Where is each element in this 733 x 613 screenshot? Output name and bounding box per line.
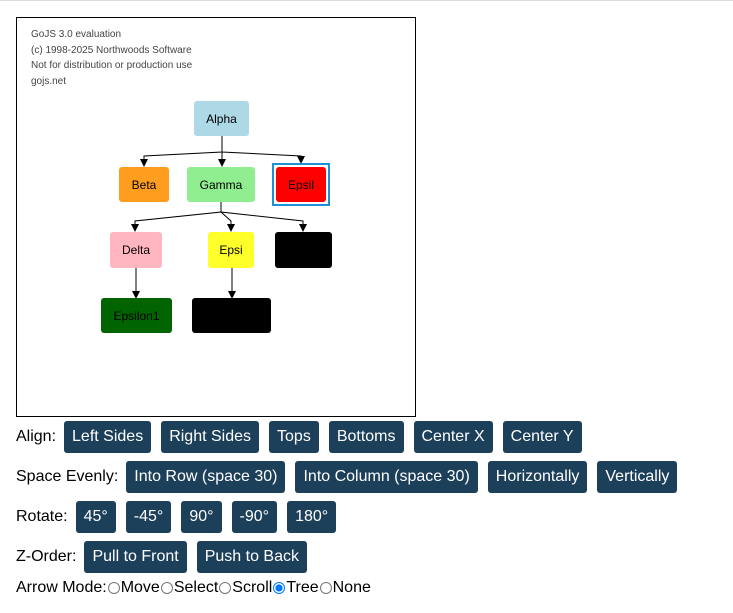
arrow-mode-select-label: Select	[173, 579, 219, 596]
align-tops-button[interactable]: Tops	[269, 421, 319, 453]
node-epsilon1[interactable]: Epsilon1	[101, 298, 172, 333]
space-horizontally-button[interactable]: Horizontally	[487, 461, 588, 493]
space-evenly-row: Space Evenly: Into Row (space 30) Into C…	[16, 461, 687, 493]
top-divider	[0, 0, 733, 1]
diagram-canvas[interactable]: GoJS 3.0 evaluation (c) 1998-2025 Northw…	[16, 17, 416, 417]
push-to-back-button[interactable]: Push to Back	[196, 541, 307, 573]
arrow-mode-scroll-label: Scroll	[232, 579, 273, 596]
arrow-mode-tree-option[interactable]: Tree	[272, 579, 319, 597]
node-delta-label: Delta	[121, 243, 150, 257]
arrow-mode-label: Arrow Mode:	[16, 579, 107, 596]
rotate-45-button[interactable]: 45°	[75, 501, 116, 533]
arrow-mode-select-radio[interactable]	[160, 582, 173, 594]
arrow-mode-scroll-radio[interactable]	[219, 582, 232, 594]
node-gamma-label: Gamma	[199, 177, 243, 192]
into-row-button[interactable]: Into Row (space 30)	[126, 461, 286, 493]
watermark-line-3: Not for distribution or production use	[31, 60, 193, 71]
rotate-minus-90-button[interactable]: -90°	[231, 501, 278, 533]
arrow-mode-tree-radio[interactable]	[273, 582, 286, 594]
rotate-minus-45-button[interactable]: -45°	[125, 501, 172, 533]
align-center-x-button[interactable]: Center X	[413, 421, 493, 453]
z-order-label: Z-Order:	[16, 548, 77, 565]
z-order-row: Z-Order: Pull to Front Push to Back	[16, 541, 317, 573]
watermark-line-4: gojs.net	[31, 75, 67, 87]
into-column-button[interactable]: Into Column (space 30)	[295, 461, 478, 493]
arrow-mode-move-radio[interactable]	[107, 582, 120, 594]
arrow-mode-none-label: None	[332, 579, 371, 596]
node-epsilon1-label: Epsilon1	[113, 308, 160, 323]
node-unlabeled-1[interactable]	[275, 232, 332, 268]
align-bottoms-button[interactable]: Bottoms	[328, 421, 404, 453]
node-epsi-label: Epsi	[219, 243, 243, 257]
arrow-mode-select-option[interactable]: Select	[160, 579, 218, 597]
link-alpha-beta	[140, 136, 223, 167]
node-epsi[interactable]: Epsi	[208, 232, 254, 268]
node-delta[interactable]: Delta	[110, 232, 162, 268]
arrow-mode-row: Arrow Mode: Move Select Scroll Tree None	[16, 579, 371, 597]
arrow-mode-tree-label: Tree	[286, 579, 319, 596]
node-beta-label: Beta	[131, 177, 157, 192]
tree-links	[131, 136, 307, 299]
rotate-180-button[interactable]: 180°	[287, 501, 337, 533]
watermark-line-2: (c) 1998-2025 Northwoods Software	[31, 44, 192, 56]
node-alpha[interactable]: Alpha	[194, 101, 249, 136]
rotate-label: Rotate:	[16, 508, 68, 525]
arrow-mode-move-option[interactable]: Move	[107, 579, 160, 597]
pull-to-front-button[interactable]: Pull to Front	[84, 541, 187, 573]
arrow-mode-none-radio[interactable]	[319, 582, 332, 594]
arrow-mode-move-label: Move	[120, 579, 160, 596]
align-row: Align: Left Sides Right Sides Tops Botto…	[16, 421, 592, 453]
node-unlabeled-2[interactable]	[192, 298, 271, 333]
space-vertically-button[interactable]: Vertically	[597, 461, 678, 493]
link-alpha-epsil	[221, 136, 305, 164]
node-epsil-label: Epsil	[287, 177, 314, 192]
link-gamma-epsi	[220, 202, 235, 232]
link-gamma-delta	[131, 202, 222, 232]
space-evenly-label: Space Evenly:	[16, 468, 119, 485]
align-left-sides-button[interactable]: Left Sides	[64, 421, 152, 453]
arrow-mode-none-option[interactable]: None	[319, 579, 371, 597]
align-center-y-button[interactable]: Center Y	[502, 421, 582, 453]
rotate-90-button[interactable]: 90°	[181, 501, 222, 533]
evaluation-watermark: GoJS 3.0 evaluation (c) 1998-2025 Northw…	[31, 27, 192, 89]
node-beta[interactable]: Beta	[119, 167, 169, 202]
rotate-row: Rotate: 45° -45° 90° -90° 180°	[16, 501, 346, 533]
watermark-line-1: GoJS 3.0 evaluation	[31, 29, 122, 40]
align-label: Align:	[16, 428, 57, 445]
arrow-mode-scroll-option[interactable]: Scroll	[218, 579, 272, 597]
node-alpha-label: Alpha	[206, 111, 237, 126]
node-epsil[interactable]: Epsil	[276, 167, 326, 202]
align-right-sides-button[interactable]: Right Sides	[161, 421, 260, 453]
node-gamma[interactable]: Gamma	[187, 167, 255, 202]
link-gamma-black1	[220, 202, 307, 232]
